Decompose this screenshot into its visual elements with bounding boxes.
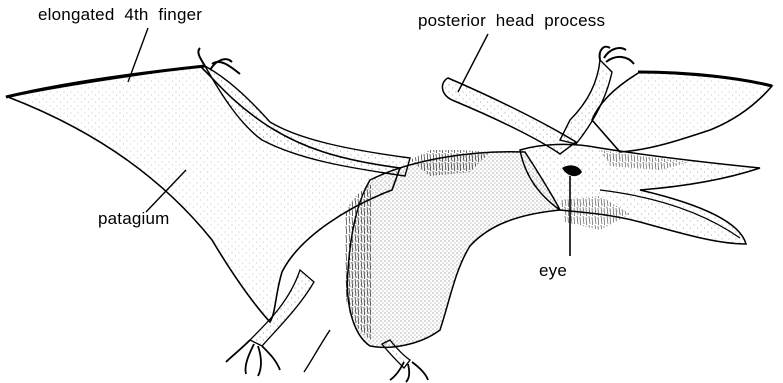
label-elongated-4th-finger: elongated 4th finger (38, 6, 202, 23)
right-hand-claws (600, 47, 634, 64)
leader-line-head (458, 34, 488, 92)
left-foot-claws (226, 340, 280, 376)
label-eye: eye (539, 262, 567, 279)
body (347, 152, 560, 348)
right-foot-claws (390, 362, 428, 382)
tail (304, 330, 330, 372)
posterior-head-process (442, 78, 576, 154)
label-posterior-head-process: posterior head process (418, 12, 605, 29)
label-patagium: patagium (98, 210, 170, 227)
right-wing-membrane (592, 72, 772, 152)
body-fur (345, 184, 372, 340)
left-wing-membrane (8, 66, 400, 322)
